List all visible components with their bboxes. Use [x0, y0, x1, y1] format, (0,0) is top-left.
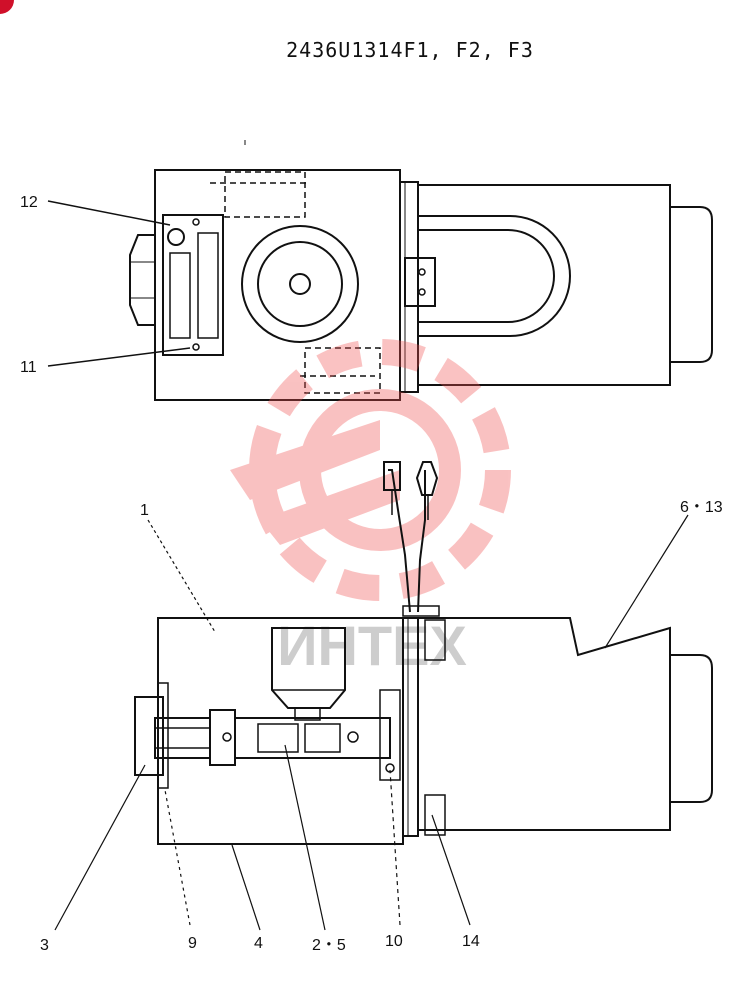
- solenoid-body-side: [418, 617, 671, 831]
- center-port-mid: [257, 241, 343, 327]
- bottom-leaders: [54, 514, 689, 931]
- watermark-ring-icon: [299, 389, 461, 551]
- end-cap: [134, 696, 164, 776]
- callout-9: 9: [188, 935, 197, 952]
- solenoid-cap-side: [670, 654, 713, 803]
- watermark-logo: [230, 339, 511, 601]
- wire-loop-inner: [418, 229, 555, 323]
- nut-14: [424, 794, 446, 836]
- flange-side: [402, 617, 419, 837]
- page-title: 2436U1314F1, F2, F3: [286, 38, 534, 62]
- wire-loop-outer: [418, 215, 571, 337]
- callout-10: 10: [385, 933, 403, 950]
- watermark-gear-icon: [249, 339, 511, 601]
- port-top: [224, 171, 306, 218]
- valve-body-top: [154, 169, 401, 401]
- top-view: [129, 140, 713, 401]
- corner-badge-icon: [0, 0, 14, 14]
- top-leaders: [47, 200, 191, 367]
- rivet-11: [192, 343, 200, 351]
- solenoid-cap-top: [670, 206, 713, 363]
- watermark-text: ИНТЕХ: [277, 614, 467, 677]
- center-port-inner: [289, 273, 311, 295]
- hex-nut: [129, 234, 155, 326]
- callout-4: 4: [254, 935, 263, 952]
- nameplate-hole: [167, 228, 185, 246]
- spool: [234, 717, 391, 759]
- flange-top: [399, 181, 419, 393]
- callout-2-5: 2・5: [312, 937, 346, 954]
- nameplate: [162, 214, 224, 356]
- callout-14: 14: [462, 933, 480, 950]
- solenoid-body-top: [418, 184, 671, 386]
- bottom-view: [134, 461, 713, 845]
- wire-1: [388, 469, 411, 613]
- center-port-outer: [241, 225, 359, 343]
- callout-1: 1: [140, 502, 149, 519]
- callout-3: 3: [40, 937, 49, 954]
- connector-2: [415, 461, 439, 496]
- bracket: [404, 257, 436, 307]
- callout-6-13: 6・13: [680, 499, 723, 516]
- callout-11: 11: [20, 359, 37, 376]
- callout-12: 12: [20, 194, 38, 211]
